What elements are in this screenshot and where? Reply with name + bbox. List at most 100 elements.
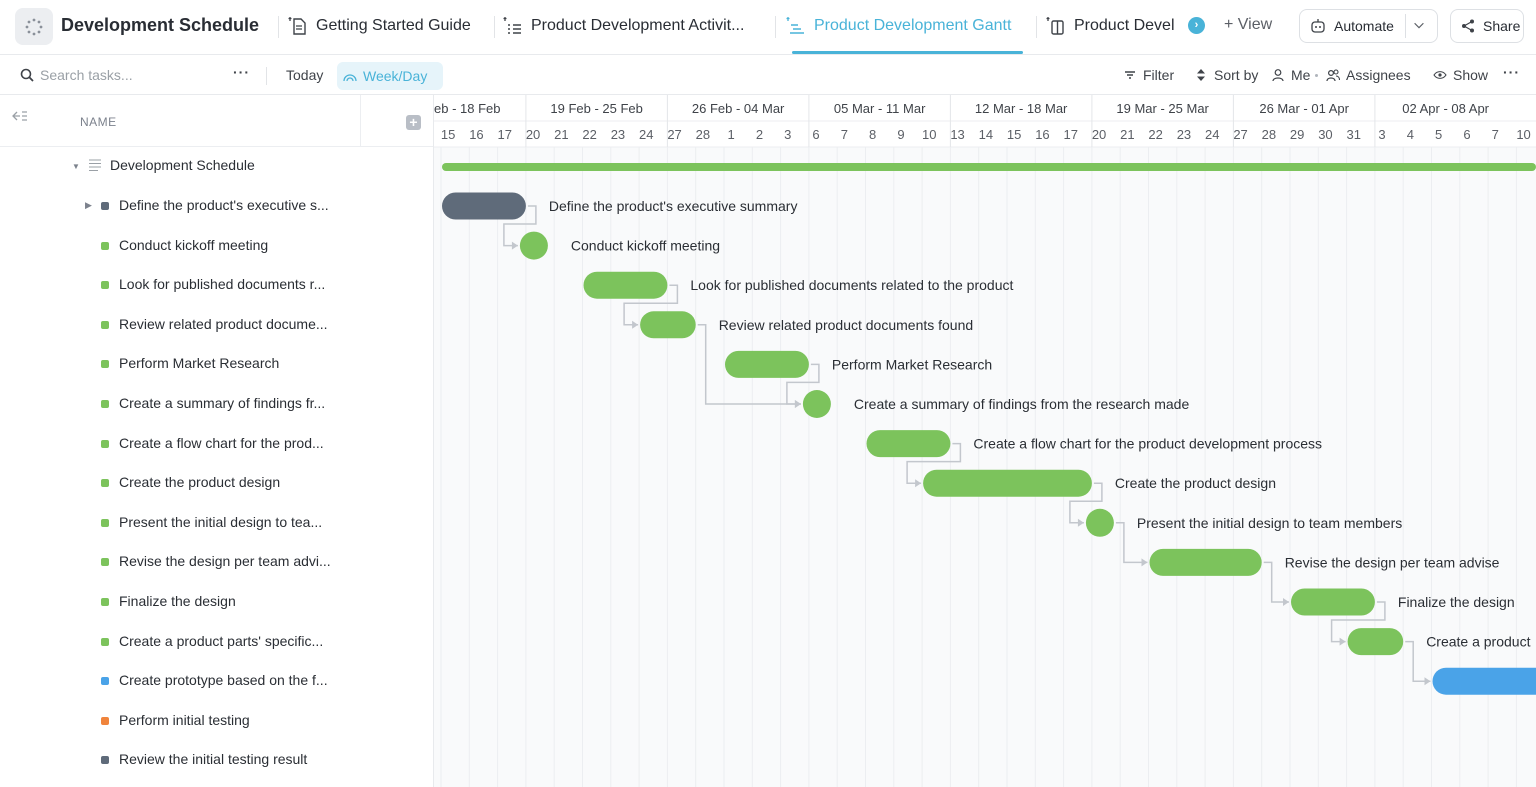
milestone-marker[interactable]	[519, 231, 548, 260]
task-row[interactable]: Create a flow chart for the prod...	[0, 425, 433, 464]
status-dot[interactable]	[101, 202, 109, 210]
status-dot[interactable]	[101, 241, 109, 250]
day-label: 8	[869, 127, 876, 142]
add-view-button[interactable]: + View	[1224, 16, 1273, 33]
collapse-sidebar-icon[interactable]	[10, 109, 28, 125]
status-dot[interactable]	[101, 479, 109, 488]
me-filter-button[interactable]: Me	[1271, 67, 1310, 83]
more-tabs-chevron-icon[interactable]: ›	[1188, 17, 1205, 34]
task-bar[interactable]	[640, 311, 696, 339]
tab-getting-started-guide[interactable]: Getting Started Guide	[288, 10, 488, 42]
task-name: Define the product's executive s...	[119, 197, 329, 213]
status-dot[interactable]	[101, 439, 109, 448]
automate-button[interactable]: Automate	[1299, 9, 1438, 43]
task-bar[interactable]	[442, 192, 526, 220]
task-row[interactable]: ▶ Define the product's executive s...	[0, 187, 433, 226]
task-row[interactable]: Perform initial testing	[0, 702, 433, 741]
filter-button[interactable]: Filter	[1123, 67, 1174, 83]
workspace-title[interactable]: Development Schedule	[61, 15, 260, 35]
day-label: 22	[1148, 127, 1162, 142]
status-dot[interactable]	[101, 637, 109, 646]
status-dot[interactable]	[101, 677, 109, 686]
today-button[interactable]: Today	[286, 67, 324, 83]
task-bar[interactable]	[1291, 588, 1375, 616]
add-column-button[interactable]: +	[406, 115, 421, 130]
status-dot[interactable]	[101, 558, 109, 567]
task-row[interactable]: Look for published documents r...	[0, 266, 433, 305]
task-name: Look for published documents r...	[119, 276, 326, 293]
parent-summary-bar[interactable]	[442, 163, 1536, 171]
status-dot[interactable]	[101, 518, 109, 527]
automate-label: Automate	[1334, 18, 1394, 34]
day-label: 10	[922, 127, 936, 142]
dependency-arrow-icon	[632, 320, 639, 329]
status-dot[interactable]	[101, 716, 109, 725]
tab-product-development-activities[interactable]: Product Development Activit...	[503, 10, 765, 42]
show-button[interactable]: Show	[1433, 67, 1488, 83]
task-row[interactable]: Create a product parts' specific...	[0, 623, 433, 662]
caret-down-icon[interactable]: ▼	[72, 162, 80, 171]
milestone-marker[interactable]	[1085, 508, 1114, 537]
task-row[interactable]: Finalize the design	[0, 583, 433, 622]
task-bar-label: Create the product design	[1115, 475, 1276, 491]
more-options-button[interactable]: ···	[1503, 64, 1520, 80]
task-bar-label: Present the initial design to team membe…	[1137, 515, 1402, 531]
caret-right-icon[interactable]: ▶	[85, 200, 92, 210]
tab-label: Product Development Activit...	[531, 17, 745, 34]
task-row[interactable]: Create a summary of findings fr...	[0, 385, 433, 424]
task-bar[interactable]	[923, 469, 1092, 497]
status-dot[interactable]	[101, 400, 109, 408]
space-icon[interactable]	[15, 8, 53, 45]
task-row[interactable]: Perform Market Research	[0, 345, 433, 384]
task-name: Review related product docume...	[119, 315, 328, 332]
task-name: Perform Market Research	[119, 355, 280, 372]
task-row[interactable]: Present the initial design to tea...	[0, 504, 433, 543]
status-dot[interactable]	[101, 360, 109, 369]
search-box[interactable]: Search tasks...	[20, 67, 133, 83]
sort-button[interactable]: Sort by	[1194, 67, 1258, 83]
parent-row[interactable]: ▼ Development Schedule	[0, 147, 433, 186]
task-bar[interactable]	[1149, 548, 1262, 576]
search-input[interactable]: Search tasks...	[40, 67, 133, 83]
share-button[interactable]: Share	[1450, 9, 1524, 43]
tab-divider	[1036, 16, 1037, 38]
task-bar[interactable]	[725, 350, 809, 378]
task-bar[interactable]	[1432, 667, 1536, 695]
day-label: 3	[1378, 127, 1385, 142]
milestone-marker[interactable]	[802, 390, 831, 418]
task-row[interactable]: Review related product docume...	[0, 306, 433, 345]
board-icon	[1046, 17, 1064, 35]
name-column-header[interactable]: NAME	[80, 115, 117, 129]
dependency-line	[786, 363, 820, 405]
task-bar[interactable]	[583, 271, 668, 299]
task-row[interactable]: Create prototype based on the f...	[0, 662, 433, 701]
chevron-down-icon[interactable]	[1412, 18, 1426, 32]
status-dot[interactable]	[101, 756, 109, 765]
task-row[interactable]: Create the product design	[0, 464, 433, 503]
day-label: 10	[1516, 127, 1530, 142]
loading-spinner-icon	[25, 18, 43, 35]
sort-label: Sort by	[1214, 67, 1259, 83]
task-name: Conduct kickoff meeting	[119, 236, 269, 253]
tab-product-development-board[interactable]: Product Devel	[1046, 10, 1182, 42]
task-row[interactable]: Conduct kickoff meeting	[0, 227, 433, 266]
week-label: 05 Mar - 11 Mar	[834, 101, 926, 116]
task-row[interactable]: Revise the design per team advi...	[0, 543, 433, 582]
dependency-line	[1263, 561, 1289, 603]
week-label: 12 Mar - 18 Mar	[975, 101, 1068, 116]
day-label: 20	[1092, 127, 1106, 142]
task-name: Finalize the design	[119, 593, 236, 609]
search-options-button[interactable]: ···	[233, 64, 250, 80]
assignees-button[interactable]: Assignees	[1326, 67, 1411, 83]
status-dot[interactable]	[101, 281, 109, 290]
task-bar[interactable]	[866, 430, 951, 458]
task-bar[interactable]	[1347, 628, 1404, 656]
week-day-button[interactable]: Week/Day	[337, 62, 443, 90]
task-row[interactable]: Review the initial testing result	[0, 741, 433, 780]
day-label: 22	[582, 127, 596, 142]
list-icon	[503, 17, 521, 34]
status-dot[interactable]	[101, 598, 109, 606]
status-dot[interactable]	[101, 320, 109, 329]
tab-product-development-gantt[interactable]: Product Development Gantt	[786, 10, 1028, 42]
dependency-line	[1115, 522, 1148, 564]
